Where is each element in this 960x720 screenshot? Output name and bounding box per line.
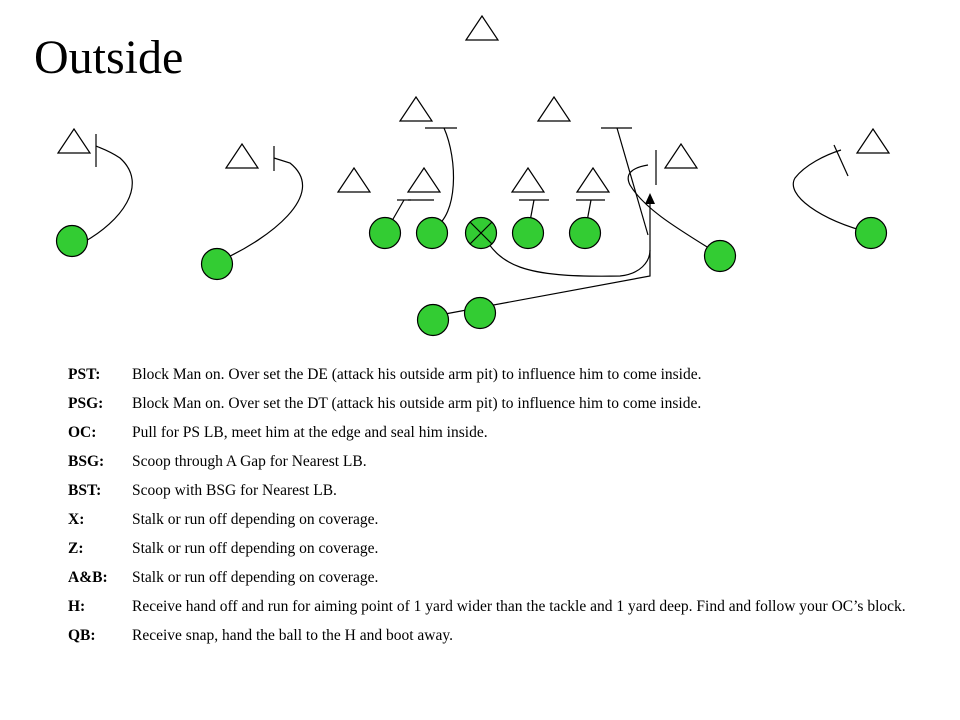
player-bst xyxy=(568,216,602,250)
route-a xyxy=(627,164,721,256)
assignment-row: X: Stalk or run off depending on coverage… xyxy=(68,511,928,529)
defender-lb-right xyxy=(536,95,572,122)
player-rb xyxy=(416,303,450,337)
assignment-row: BST: Scoop with BSG for Nearest LB. xyxy=(68,482,928,500)
defender-dt-right xyxy=(510,166,546,193)
assignment-text: Stalk or run off depending on coverage. xyxy=(132,511,379,528)
assignment-text: Receive hand off and run for aiming poin… xyxy=(132,598,906,615)
player-z xyxy=(200,247,234,281)
defender-dt-left xyxy=(406,166,442,193)
play-diagram xyxy=(55,14,891,337)
defender-olb-right xyxy=(663,142,699,169)
defender-lb-left xyxy=(398,95,434,122)
position-label: PST: xyxy=(68,366,101,383)
assignment-row: PSG: Block Man on. Over set the DT (attac… xyxy=(68,395,928,413)
position-label: X: xyxy=(68,511,85,528)
assignment-text: Scoop through A Gap for Nearest LB. xyxy=(132,453,367,470)
assignment-row: A&B: Stalk or run off depending on covera… xyxy=(68,569,928,587)
assignment-row: PST: Block Man on. Over set the DE (attac… xyxy=(68,366,928,384)
defenders xyxy=(56,14,891,193)
assignment-row: OC: Pull for PS LB, meet him at the edge … xyxy=(68,424,928,442)
assignment-row: QB: Receive snap, hand the ball to the H … xyxy=(68,627,928,645)
page-title: Outside xyxy=(34,31,184,84)
position-label: BSG: xyxy=(68,453,105,470)
route-oc xyxy=(480,231,651,277)
defender-safety xyxy=(464,14,500,41)
assignment-text: Stalk or run off depending on coverage. xyxy=(132,540,379,557)
center-x-mark xyxy=(469,221,493,245)
assignment-text: Block Man on. Over set the DT (attack hi… xyxy=(132,395,702,412)
position-label: PSG: xyxy=(68,395,104,412)
player-a xyxy=(703,239,737,273)
defender-corner-right xyxy=(855,127,891,154)
position-label: QB: xyxy=(68,627,96,644)
defender-de-left xyxy=(336,166,372,193)
player-pst xyxy=(368,216,402,250)
assignment-text: Stalk or run off depending on coverage. xyxy=(132,569,379,586)
player-qb xyxy=(463,296,497,330)
assignment-list: PST: Block Man on. Over set the DE (attac… xyxy=(68,366,928,656)
player-bsg xyxy=(511,216,545,250)
assignment-row: BSG: Scoop through A Gap for Nearest LB. xyxy=(68,453,928,471)
defender-de-right xyxy=(575,166,611,193)
route-x xyxy=(83,145,133,243)
route-rb-arrowhead xyxy=(645,193,655,204)
player-x xyxy=(55,224,89,258)
route-b xyxy=(616,127,649,236)
assignment-row: H: Receive hand off and run for aiming po… xyxy=(68,598,928,616)
assignment-text: Receive snap, hand the ball to the H and… xyxy=(132,627,453,644)
offense xyxy=(55,216,888,337)
defender-corner-left xyxy=(56,127,92,154)
position-label: OC: xyxy=(68,424,97,441)
route-h xyxy=(792,149,872,234)
route-psg xyxy=(433,127,455,229)
position-label: H: xyxy=(68,598,86,615)
assignment-text: Scoop with BSG for Nearest LB. xyxy=(132,482,337,499)
assignment-text: Pull for PS LB, meet him at the edge and… xyxy=(132,424,488,441)
position-label: BST: xyxy=(68,482,102,499)
position-label: A&B: xyxy=(68,569,108,586)
assignment-text: Block Man on. Over set the DE (attack hi… xyxy=(132,366,702,383)
route-z xyxy=(225,157,304,259)
position-label: Z: xyxy=(68,540,84,557)
assignment-row: Z: Stalk or run off depending on coverage… xyxy=(68,540,928,558)
defender-olb-left xyxy=(224,142,260,169)
player-h xyxy=(854,216,888,250)
player-psg xyxy=(415,216,449,250)
route-h-stalk xyxy=(833,144,849,177)
route-rb xyxy=(444,202,651,315)
